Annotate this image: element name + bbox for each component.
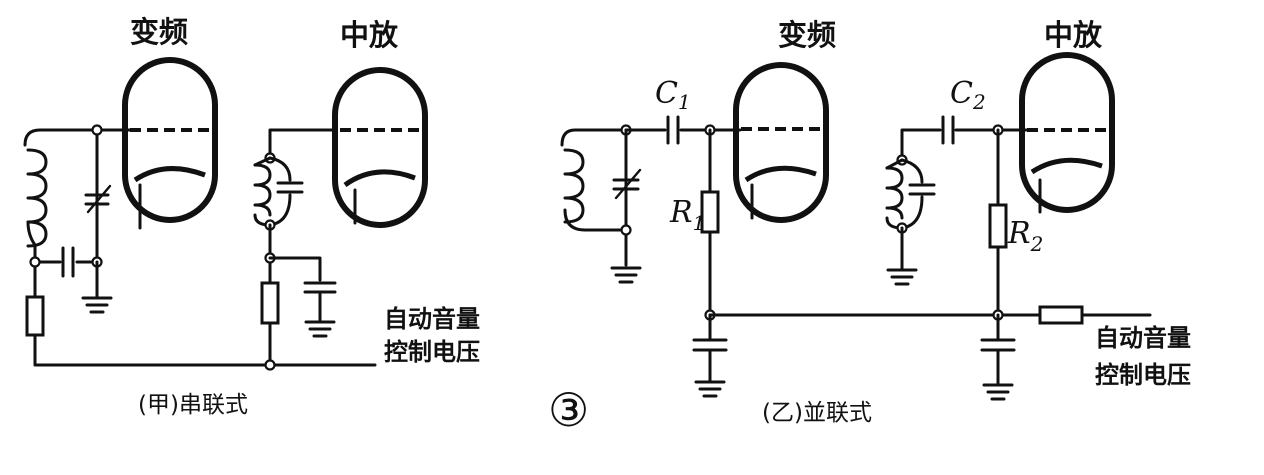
right-agc-resistor [1038,305,1084,325]
r2-label: R2 [1007,216,1043,256]
left-converter-label: 变频 [130,15,188,49]
right-variable-capacitor [612,168,642,200]
left-caption: (甲)串联式 [138,392,248,418]
left-series-circuit: 变频 中放 自动音量 控制电压 (甲)串联式 [23,15,480,418]
right-input-coil [560,128,628,232]
left-agc-label-1: 自动音量 [384,305,480,333]
left-input-coil [23,128,132,302]
left-converter-tube [122,57,218,230]
right-parallel-circuit: 变频 中放 C1 C2 R1 R2 自动音量 控制电压 (乙)並联式 [560,18,1191,426]
right-ground-1 [610,266,642,284]
c1-label: C1 [655,76,691,114]
left-variable-capacitor [84,184,112,214]
right-agc-label-1: 自动音量 [1095,324,1191,352]
right-capacitor-c1 [624,115,742,145]
left-if-transformer [253,128,337,231]
right-if-label: 中放 [1044,18,1103,52]
right-ground-3 [982,348,1014,401]
figure-number: ③ [548,383,589,437]
right-converter-tube [733,62,829,223]
right-if-tube [1019,52,1115,214]
left-ground-1 [81,260,113,314]
right-ground-2 [694,348,726,398]
r1-label: R1 [669,195,705,235]
left-agc-label-2: 控制电压 [384,338,480,366]
right-agc-label-2: 控制电压 [1095,361,1191,389]
left-resistor-2 [260,281,280,325]
left-if-tube [332,67,428,228]
left-resistor-1 [25,295,45,337]
right-if-transformer [885,115,1028,286]
right-caption: (乙)並联式 [762,400,872,426]
left-ground-2 [304,290,336,338]
left-if-label: 中放 [340,18,399,52]
right-converter-label: 变频 [778,18,836,52]
c2-label: C2 [950,76,986,114]
right-resistor-r2 [988,203,1008,249]
